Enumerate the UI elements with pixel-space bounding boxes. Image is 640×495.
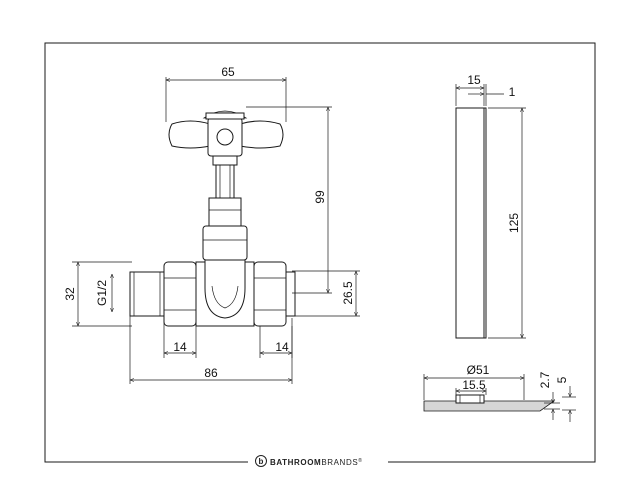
dimension-handle-width: 65 <box>165 65 287 122</box>
dimension-label: 86 <box>204 366 218 380</box>
dimension-flange-thick: 5 <box>555 376 576 422</box>
drawing-frame <box>44 42 596 463</box>
valve-front-view <box>129 110 296 327</box>
dimension-overall-height: 99 <box>246 106 332 294</box>
dimension-label: 1 <box>509 85 516 99</box>
dimension-left-tail: 14 <box>163 318 197 358</box>
dimension-right-tail: 14 <box>259 318 293 358</box>
dimension-overall-length: 86 <box>129 316 293 384</box>
dimension-label: 14 <box>275 340 289 354</box>
dimension-cover-height: 125 <box>488 107 526 339</box>
dimension-label: 26.5 <box>341 281 355 305</box>
brand-logo: b BATHROOMBRANDS® <box>255 455 363 467</box>
dimension-cover-wall: 1 <box>468 84 516 106</box>
dimension-label: 15.5 <box>462 378 486 392</box>
dimension-label: 125 <box>507 213 521 233</box>
dimension-flange-thin: 2.7 <box>538 371 560 420</box>
dimension-label: 2.7 <box>538 371 552 388</box>
brand-name: BATHROOMBRANDS® <box>270 457 363 467</box>
dimension-label: 65 <box>221 65 235 79</box>
dimension-label: 32 <box>63 287 77 301</box>
dimension-label: Ø51 <box>467 363 490 377</box>
dimension-flange-diameter: Ø51 <box>423 363 525 400</box>
dimension-centre-height: 26.5 <box>292 270 360 317</box>
dimension-label: 15 <box>467 73 481 87</box>
dimension-inlet: 32 G1/2 <box>63 261 132 327</box>
thread-label: G1/2 <box>95 280 109 306</box>
brand-logo-letter: b <box>259 457 264 466</box>
cover-sleeve-view <box>455 107 487 339</box>
flange-view <box>423 394 556 412</box>
dimension-label: 5 <box>555 376 569 383</box>
dimension-flange-inner: 15.5 <box>455 378 487 395</box>
dimension-label: 99 <box>313 190 327 204</box>
dimension-cover-depth: 15 <box>455 73 485 106</box>
dimension-label: 14 <box>173 340 187 354</box>
